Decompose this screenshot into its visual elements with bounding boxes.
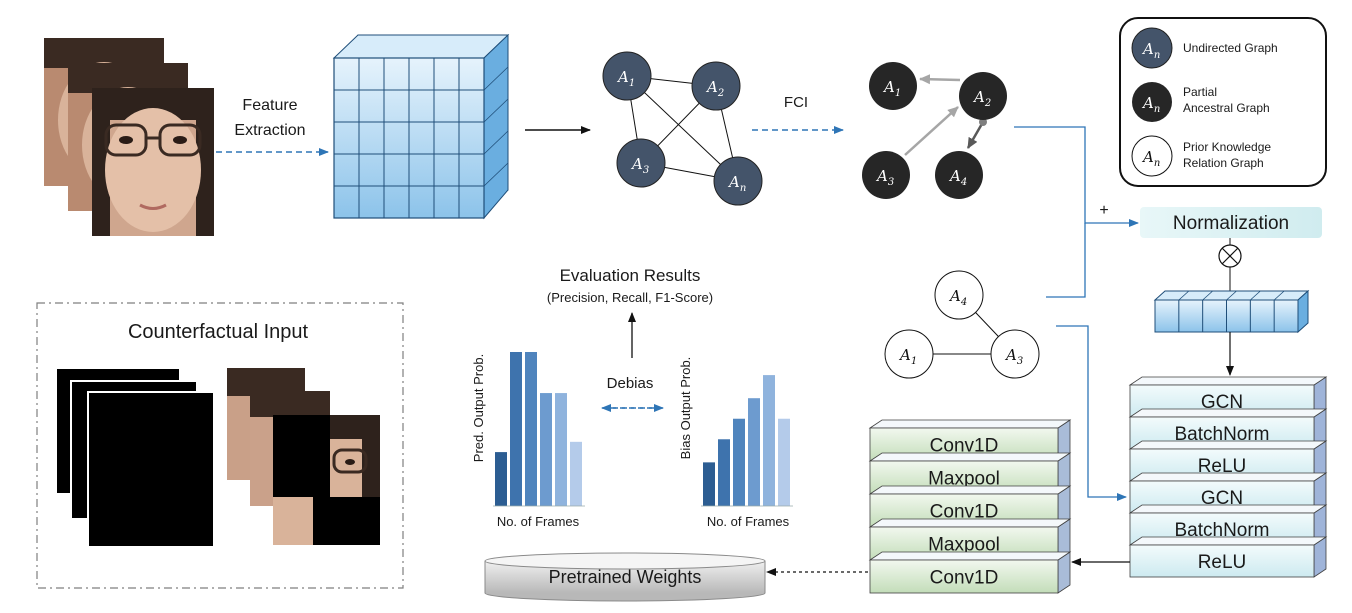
pag-node-a4: A4 [935, 151, 983, 199]
svg-text:An: An [1141, 94, 1160, 115]
chart-bar [495, 452, 507, 506]
chart-bar [540, 393, 552, 506]
chart-bar [703, 462, 715, 506]
chart-bar [733, 418, 745, 506]
gcn-layer-relu: ReLU [1128, 536, 1328, 578]
legend-undirected-node: An [1131, 27, 1173, 69]
chart-bar [778, 418, 790, 506]
svg-text:A4: A4 [948, 287, 967, 308]
pag-node-a2: A2 [959, 72, 1007, 120]
chart-bar [718, 439, 730, 506]
graph-node-a3: A3 [616, 138, 666, 188]
bias-output-chart: Bias Output Prob. No. of Frames [678, 357, 793, 529]
prior-node-a4: A4 [934, 270, 984, 320]
chart-bar [763, 375, 775, 506]
graph-node-an: An [713, 156, 763, 206]
pag-node-a3: A3 [862, 151, 910, 199]
debias-label: Debias [607, 375, 654, 392]
pretrained-weights-cylinder: Pretrained Weights [484, 552, 766, 602]
svg-text:A4: A4 [948, 167, 967, 188]
partial-ancestral-graph: A1 A2 A3 A4 [862, 62, 1007, 199]
legend-prior-node: An [1131, 135, 1173, 177]
chart-bar [748, 398, 760, 506]
legend-prior-label-line2: Relation Graph [1183, 156, 1264, 170]
gcn-layer-label: ReLU [1198, 552, 1247, 573]
legend: An Undirected Graph An Partial Ancestral… [1119, 17, 1327, 187]
feature-vector-bar [1153, 289, 1310, 334]
legend-prior-label-line1: Prior Knowledge [1183, 140, 1271, 154]
feature-cube [332, 33, 510, 220]
chart-bar [510, 352, 522, 506]
feature-extraction-label-line1: Feature [242, 97, 297, 114]
gcn-layer-label: GCN [1201, 392, 1243, 413]
chart-bar [555, 393, 567, 506]
tensor-product-icon [1218, 244, 1242, 268]
svg-text:An: An [1141, 40, 1160, 61]
svg-text:A2: A2 [705, 78, 724, 99]
pred-chart-xlabel: No. of Frames [497, 514, 580, 529]
legend-partial-label-line1: Partial [1183, 85, 1217, 99]
masked-frames [55, 367, 215, 548]
legend-partial-node: An [1132, 82, 1172, 122]
conv-layer-label: Maxpool [928, 535, 1000, 556]
face-frames [44, 38, 214, 236]
prior-to-gcn-connector [1056, 325, 1127, 501]
legend-undirected-label: Undirected Graph [1183, 41, 1278, 55]
svg-text:A1: A1 [882, 78, 901, 99]
pretrained-weights-label: Pretrained Weights [549, 567, 702, 587]
pred-output-chart: Pred. Output Prob. No. of Frames [471, 352, 585, 529]
cube-grid [334, 58, 509, 218]
conv-layer-label: Conv1D [930, 568, 999, 589]
prior-node-a3: A3 [990, 329, 1040, 379]
svg-text:A3: A3 [1004, 346, 1023, 367]
chart-bar [525, 352, 537, 506]
normalization-box: Normalization [1140, 207, 1322, 238]
svg-text:A3: A3 [630, 155, 649, 176]
legend-partial-label-line2: Ancestral Graph [1183, 101, 1270, 115]
svg-text:An: An [727, 173, 746, 194]
pred-chart-ylabel: Pred. Output Prob. [471, 354, 486, 462]
prior-node-a1: A1 [884, 329, 934, 379]
pag-node-a1: A1 [869, 62, 917, 110]
counterfactual-title: Counterfactual Input [128, 321, 309, 343]
normalization-label: Normalization [1173, 213, 1289, 234]
conv-layer-conv1d: Conv1D [868, 551, 1072, 594]
svg-text:A1: A1 [616, 68, 635, 89]
undirected-graph: A1 A2 A3 An [602, 51, 763, 206]
chart-bar [570, 441, 582, 506]
svg-text:A1: A1 [898, 346, 917, 367]
partially-masked-faces [227, 368, 380, 545]
fci-label: FCI [784, 94, 808, 111]
prior-knowledge-graph: A4 A1 A3 [884, 270, 1040, 379]
graph-node-a1: A1 [602, 51, 652, 101]
bias-chart-ylabel: Bias Output Prob. [678, 357, 693, 460]
mask-patch [273, 415, 330, 497]
conv-layer-label: Conv1D [930, 502, 999, 523]
svg-text:A2: A2 [972, 88, 991, 109]
conv-layer-label: Conv1D [930, 436, 999, 457]
graph-node-a2: A2 [691, 61, 741, 111]
svg-text:A3: A3 [875, 167, 894, 188]
svg-text:An: An [1141, 148, 1160, 169]
gcn-layer-label: BatchNorm [1174, 520, 1269, 541]
mask-patch [313, 497, 380, 545]
merge-connector [1014, 126, 1139, 298]
face-image [92, 88, 214, 236]
conv-layer-label: Maxpool [928, 469, 1000, 490]
evaluation-subtitle: (Precision, Recall, F1-Score) [547, 290, 713, 305]
feature-extraction-label-line2: Extraction [234, 122, 305, 139]
gcn-layer-label: GCN [1201, 488, 1243, 509]
bias-chart-xlabel: No. of Frames [707, 514, 790, 529]
gcn-layer-label: BatchNorm [1174, 424, 1269, 445]
counterfactual-input-panel: Counterfactual Input [36, 302, 404, 589]
evaluation-title: Evaluation Results [560, 266, 701, 285]
plus-sign: + [1099, 202, 1108, 219]
gcn-layer-label: ReLU [1198, 456, 1247, 477]
